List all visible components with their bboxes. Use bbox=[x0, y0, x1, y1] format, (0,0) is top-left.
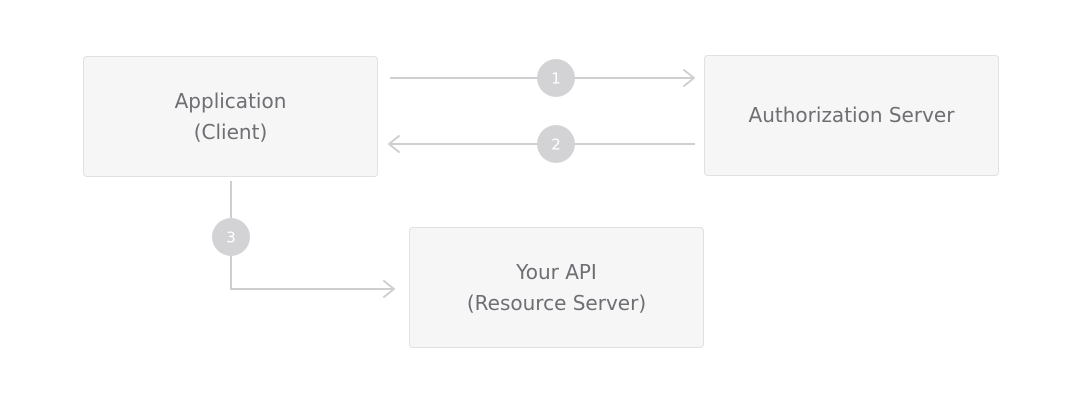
step-number-1: 1 bbox=[551, 70, 561, 88]
node-authorization-server: Authorization Server bbox=[704, 55, 999, 176]
step-number-2: 2 bbox=[551, 136, 561, 154]
arrow-head-left bbox=[388, 135, 400, 153]
node-label-line2: (Client) bbox=[193, 119, 268, 144]
arrow-head-right bbox=[383, 280, 395, 298]
step-badge-2 bbox=[537, 125, 575, 163]
node-label-line1: Authorization Server bbox=[748, 103, 955, 127]
node-label-line1: Your API bbox=[516, 259, 597, 284]
step-badge-3 bbox=[212, 218, 250, 256]
arrow-head-right bbox=[683, 69, 695, 87]
node-label-line2: (Resource Server) bbox=[466, 290, 647, 315]
edge-step-2: 2 bbox=[388, 125, 695, 163]
node-label-line1: Application bbox=[174, 88, 287, 113]
node-application-client: Application (Client) bbox=[83, 56, 378, 177]
edge-line-elbow bbox=[230, 181, 393, 290]
step-badge-1 bbox=[537, 59, 575, 97]
step-number-3: 3 bbox=[226, 229, 236, 247]
node-your-api-resource-server: Your API (Resource Server) bbox=[409, 227, 704, 348]
edge-step-1: 1 bbox=[390, 59, 695, 97]
edge-step-3: 3 bbox=[212, 181, 395, 298]
